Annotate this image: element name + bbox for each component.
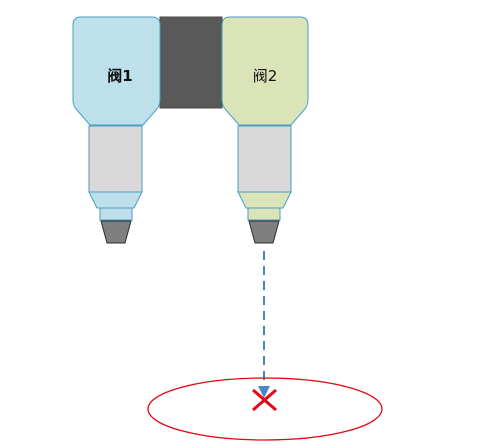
valve-1-label: 阀1 bbox=[107, 67, 132, 85]
valve-1-ring bbox=[99, 207, 133, 221]
valve-1-body bbox=[72, 16, 161, 126]
valve-2-nozzle bbox=[248, 220, 280, 244]
x-mark-icon bbox=[252, 388, 277, 412]
valve-2-barrel bbox=[237, 125, 292, 193]
valve-2-collar bbox=[237, 191, 292, 209]
valve-2-label: 阀2 bbox=[253, 67, 278, 85]
valve-2: 阀2 bbox=[221, 16, 309, 244]
valve-1-barrel bbox=[88, 125, 143, 193]
target-area-ellipse bbox=[147, 377, 383, 441]
valve-2-body bbox=[221, 16, 309, 126]
valve-2-ring bbox=[247, 207, 281, 221]
valve-1-nozzle bbox=[100, 220, 132, 244]
valve-1: 阀1 bbox=[72, 16, 161, 244]
valve-1-collar bbox=[88, 191, 143, 209]
valve-connector-block bbox=[159, 16, 223, 109]
